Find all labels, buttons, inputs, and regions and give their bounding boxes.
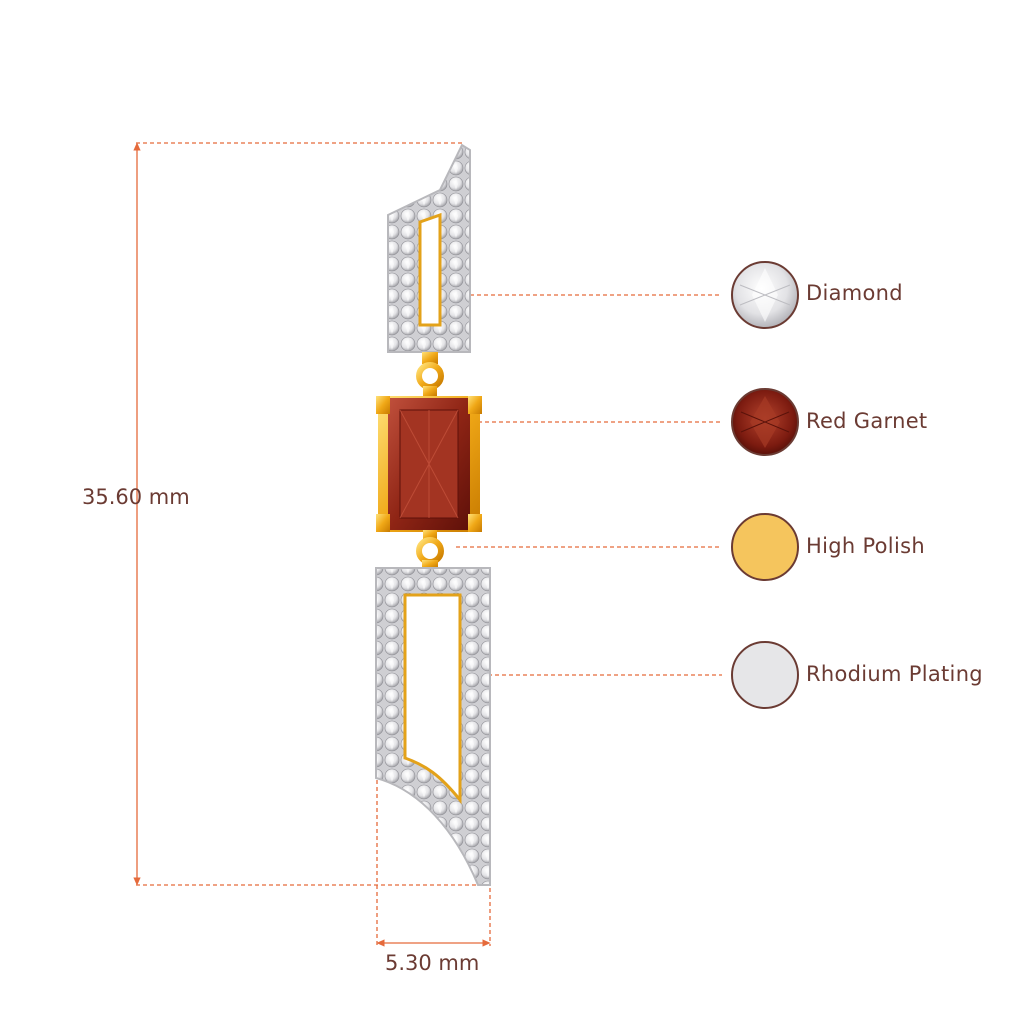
bottom-jump-ring (416, 530, 444, 568)
height-dimension-label: 35.60 mm (82, 485, 190, 509)
diamond-icon (731, 261, 799, 329)
top-pave-element (387, 143, 471, 353)
top-jump-ring (416, 352, 444, 396)
garnet-setting (376, 396, 482, 532)
legend-swatches (731, 261, 799, 709)
dimension-lines (133, 142, 491, 947)
garnet-icon (731, 388, 799, 456)
legend-label-diamond: Diamond (806, 281, 903, 305)
leader-lines (452, 291, 722, 679)
rhodium-swatch-icon (731, 641, 799, 709)
legend-label-red-garnet: Red Garnet (806, 409, 928, 433)
legend-label-rhodium-plating: Rhodium Plating (806, 662, 983, 686)
bottom-pave-element (375, 567, 491, 886)
gold-swatch-icon (731, 513, 799, 581)
legend-label-high-polish: High Polish (806, 534, 925, 558)
earring-illustration (375, 143, 491, 886)
width-dimension-label: 5.30 mm (385, 951, 480, 975)
